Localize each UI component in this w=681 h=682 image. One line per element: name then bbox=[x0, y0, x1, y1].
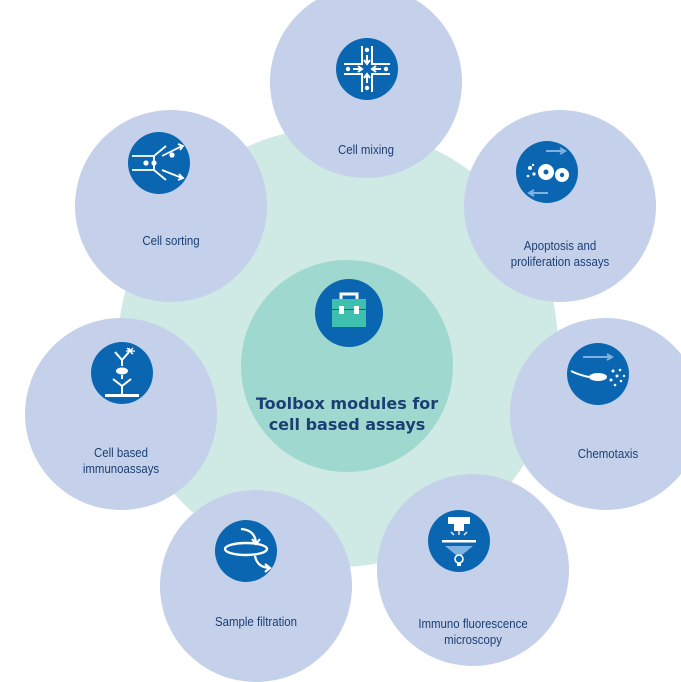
toolbox-icon bbox=[315, 279, 383, 347]
module-label: Cell based immunoassays bbox=[51, 445, 192, 477]
module-label-line: Apoptosis and bbox=[523, 238, 597, 253]
module-label-line: Immuno fluorescence bbox=[418, 616, 528, 631]
module-label-line: immunoassays bbox=[82, 461, 160, 476]
module-label: Chemotaxis bbox=[577, 446, 639, 461]
chemotaxis-icon bbox=[567, 343, 629, 405]
module-label-line: proliferation assays bbox=[510, 254, 610, 269]
module-label: Sample filtration bbox=[214, 614, 298, 629]
module-label: Cell sorting bbox=[142, 233, 200, 248]
hub-title-line: cell based assays bbox=[268, 415, 426, 434]
module-label-line: Cell based bbox=[93, 445, 149, 460]
module-label: Apoptosis and proliferation assays bbox=[490, 238, 631, 270]
cell-sorting-icon bbox=[128, 132, 190, 194]
module-label-line: microscopy bbox=[444, 632, 502, 647]
immunoassay-icon bbox=[91, 342, 153, 404]
module-immuno-fluorescence bbox=[377, 474, 569, 666]
cell-mixing-icon bbox=[336, 38, 398, 100]
hub-title: Toolbox modules for cell based assays bbox=[247, 393, 447, 435]
module-apoptosis bbox=[464, 110, 656, 302]
apoptosis-icon bbox=[516, 141, 578, 203]
module-label: Immuno fluorescence microscopy bbox=[403, 616, 544, 648]
module-label: Cell mixing bbox=[338, 142, 394, 157]
microscopy-icon bbox=[428, 510, 490, 572]
module-sample-filtration bbox=[160, 490, 352, 682]
hub-title-line: Toolbox modules for bbox=[255, 394, 439, 413]
filtration-icon bbox=[215, 520, 277, 582]
